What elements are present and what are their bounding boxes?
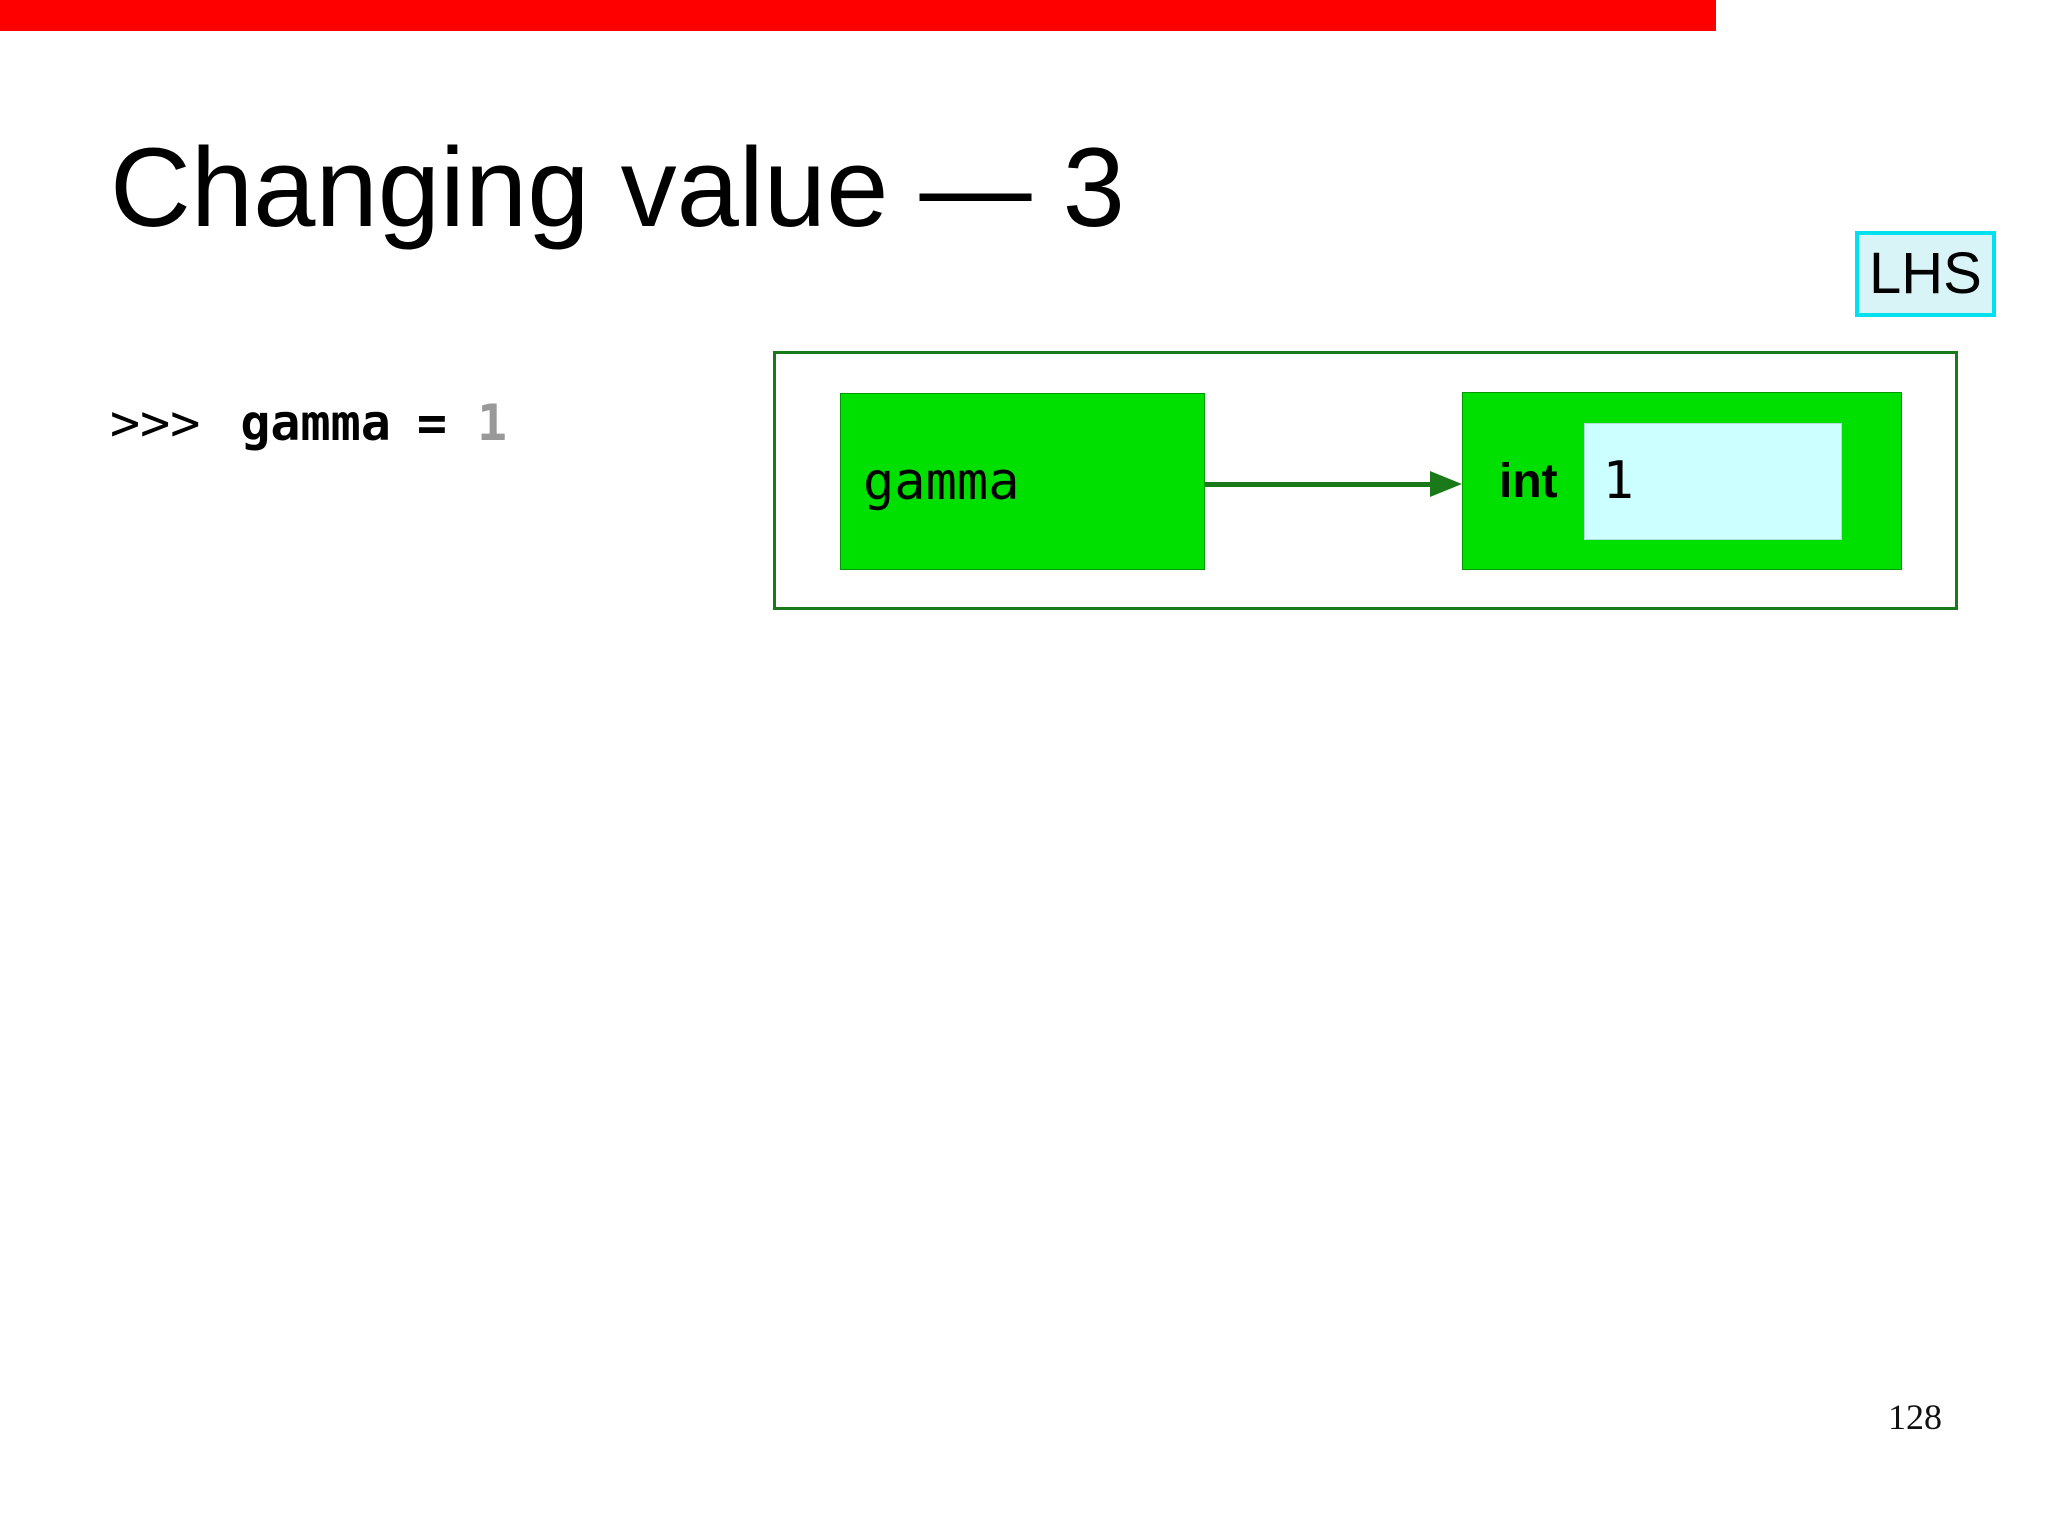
code-prompt: >>> <box>110 394 201 452</box>
code-variable: gamma <box>240 394 391 452</box>
memory-diagram: gamma int 1 <box>773 351 1958 610</box>
slide-title: Changing value — 3 <box>110 125 1125 250</box>
object-type-label: int <box>1499 454 1558 508</box>
code-line: >>> gamma = 1 <box>110 393 507 453</box>
lhs-badge-label: LHS <box>1869 241 1982 306</box>
object-value-box: 1 <box>1583 422 1842 540</box>
lhs-badge: LHS <box>1855 231 1996 317</box>
arrow-line <box>1205 482 1437 487</box>
progress-bar <box>0 0 1716 31</box>
object-value: 1 <box>1602 451 1634 511</box>
object-box: int 1 <box>1462 392 1902 570</box>
variable-box-label: gamma <box>863 451 1020 512</box>
reference-arrow <box>1205 468 1462 500</box>
code-value: 1 <box>476 394 508 452</box>
page-number: 128 <box>1888 1397 1942 1437</box>
code-operator: = <box>416 394 447 452</box>
variable-box: gamma <box>840 393 1205 570</box>
arrow-head-icon <box>1430 471 1462 497</box>
